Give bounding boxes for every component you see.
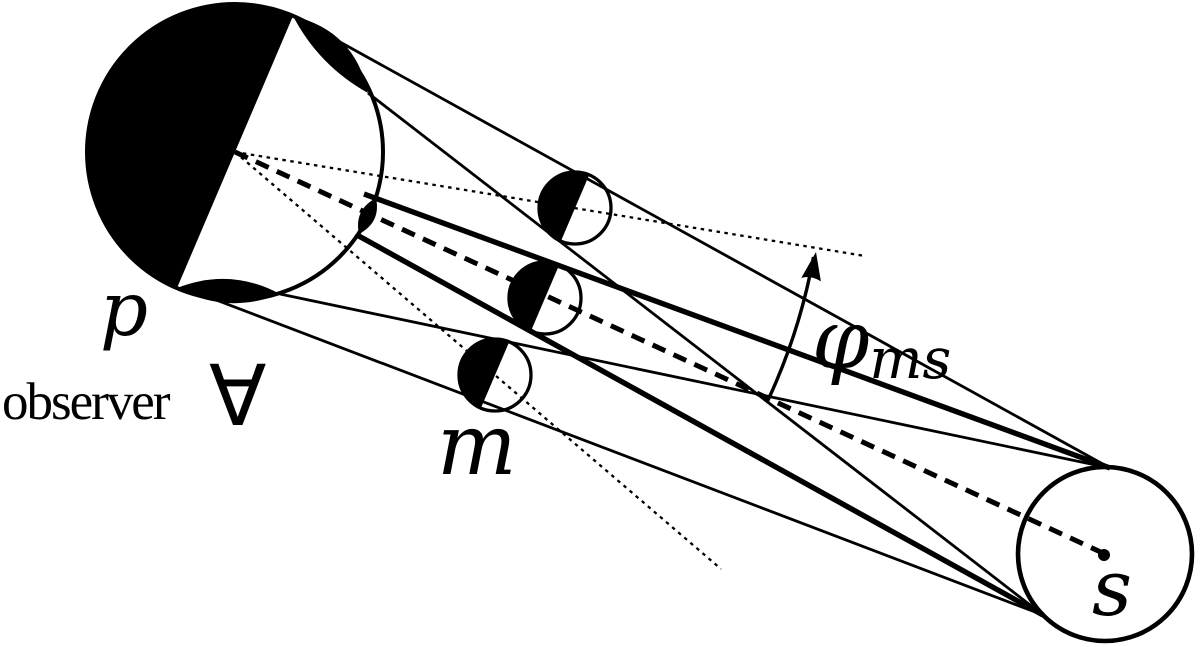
sightline-top-moon-dotted <box>234 150 866 258</box>
moon-middle <box>507 260 583 336</box>
sun-label: s <box>1092 544 1133 634</box>
phi-subscript: ms <box>869 327 952 392</box>
angle-arrow-head <box>801 252 821 282</box>
tangent-internal-lower-line <box>279 292 1111 470</box>
moon-middle-dark-half <box>509 261 560 332</box>
tangent-internal-upper-line <box>367 91 1044 617</box>
sun-center-dot <box>1098 549 1110 561</box>
tangent-external-top-line <box>292 14 1111 470</box>
moon-cone-lower-thick-line <box>355 232 1045 618</box>
sun-outline <box>1015 464 1195 644</box>
moon-label: m <box>437 396 517 494</box>
forall-symbol: ∀ <box>209 347 267 445</box>
planet-label: p <box>100 265 149 353</box>
limb-lens-top <box>293 16 368 93</box>
planet-dark-hemisphere <box>87 4 293 289</box>
angle-phi-label: φms <box>812 300 951 388</box>
limb-lens-bottom <box>177 278 280 304</box>
phi-symbol: φ <box>812 293 870 388</box>
sightline-bottom-moon-dotted <box>234 151 722 570</box>
observer-label: observer <box>2 373 170 431</box>
moon-cone-upper-thick-line <box>363 191 1111 471</box>
moon-top-dark-half <box>539 171 590 242</box>
tangent-external-bottom-line <box>181 285 1044 617</box>
limb-lens-right <box>358 198 377 234</box>
tangent-lines <box>181 14 1111 618</box>
